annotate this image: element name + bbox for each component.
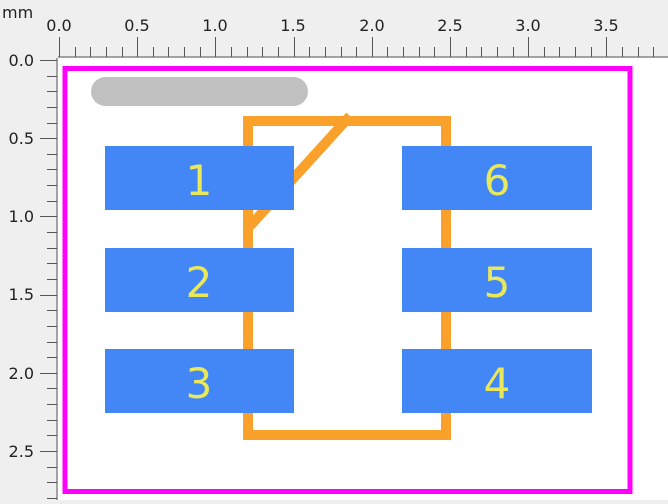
pad-2[interactable]: 2 [105,248,294,312]
pad-2-shape [105,248,294,312]
pad-4[interactable]: 4 [402,349,592,413]
pad-6-label: 6 [484,156,511,205]
x-tick-label: 3.0 [515,16,540,35]
x-tick-label: 0.0 [46,16,71,35]
pads: 1 2 3 4 5 6 [105,146,592,413]
left-ruler: 0.0 0.5 1.0 1.5 2.0 2.5 [9,51,58,500]
pad-5-shape [402,248,592,312]
pad-4-label: 4 [484,359,511,408]
courtyard-outline [62,66,633,494]
x-tick-label: 1.5 [280,16,305,35]
x-tick-label: 2.5 [437,16,462,35]
top-ruler: 0.0 0.5 1.0 1.5 2.0 2.5 3.0 3.5 [46,16,668,58]
y-tick-label: 2.5 [9,442,34,461]
pad-6-shape [402,146,592,210]
pad-3-label: 3 [186,359,213,408]
top-ruler-labels: 0.0 0.5 1.0 1.5 2.0 2.5 3.0 3.5 [46,16,618,35]
x-tick-label: 1.0 [202,16,227,35]
y-tick-label: 2.0 [9,364,34,383]
y-tick-label: 1.5 [9,285,34,304]
pad-3-shape [105,349,294,413]
x-tick-label: 2.0 [359,16,384,35]
left-ruler-labels: 0.0 0.5 1.0 1.5 2.0 2.5 [9,51,34,461]
top-ruler-ticks [59,37,654,57]
pad-3[interactable]: 3 [105,349,294,413]
y-tick-label: 0.0 [9,51,34,70]
pad-1-shape [105,146,294,210]
pad-5[interactable]: 5 [402,248,592,312]
unit-label: mm [2,3,33,22]
pad-2-label: 2 [186,258,213,307]
pad-5-label: 5 [484,258,511,307]
pad-1-label: 1 [186,156,213,205]
pad-1[interactable]: 1 [105,146,294,210]
fab-marker [91,77,308,106]
pad-4-shape [402,349,592,413]
y-tick-label: 1.0 [9,207,34,226]
x-tick-label: 3.5 [593,16,618,35]
pad-6[interactable]: 6 [402,146,592,210]
y-tick-label: 0.5 [9,129,34,148]
left-ruler-ticks [40,60,57,499]
x-tick-label: 0.5 [124,16,149,35]
